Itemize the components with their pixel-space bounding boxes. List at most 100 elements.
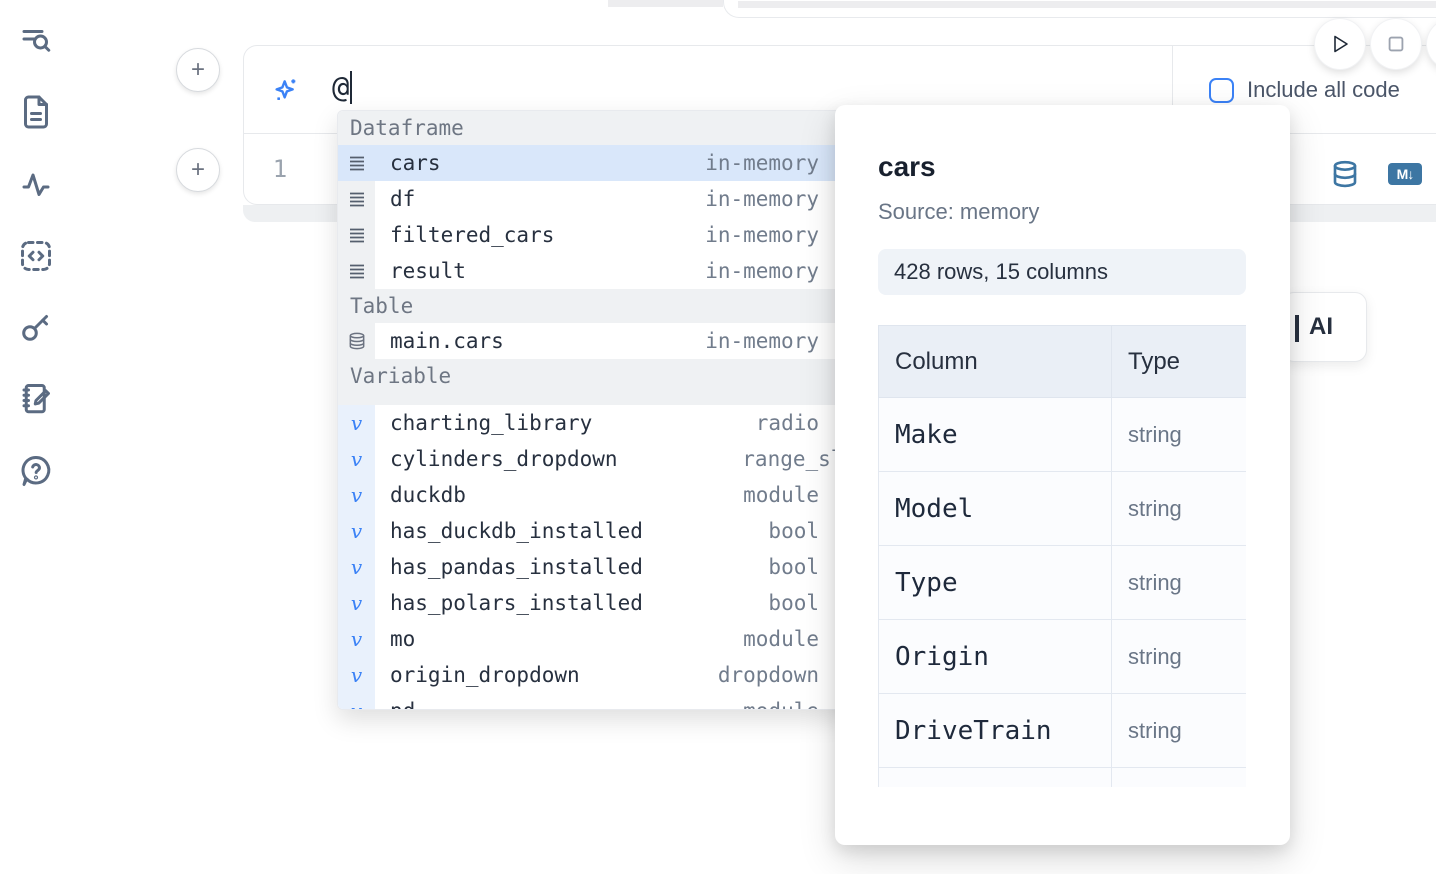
option-type: bool [768,555,819,579]
preview-source: Source: memory [878,199,1040,224]
previous-cell-console [738,1,1436,8]
ai-button-label: AI [1309,313,1333,340]
schema-column-type [1111,767,1246,787]
sidebar-item-snippets[interactable] [16,236,56,276]
sidebar-item-secrets[interactable] [16,307,56,347]
variable-icon: v [338,693,375,709]
autocomplete-option-cars[interactable]: cars in-memory [338,145,856,181]
option-type: in-memory [705,259,819,283]
sidebar-item-tracing[interactable] [16,164,56,204]
sidebar-item-files[interactable] [16,92,56,132]
option-type: in-memory [705,329,819,353]
option-name: cars [390,151,441,175]
clipped-letter [1295,315,1299,342]
variable-icon: v [338,585,375,621]
schema-column-type: string [1111,471,1246,546]
sidebar-item-help[interactable] [16,451,56,491]
schema-column-name: Type [878,545,1112,620]
option-type: in-memory [705,151,819,175]
schema-column-name: Make [878,397,1112,472]
option-name: has_pandas_installed [390,555,643,579]
toc-search-icon [22,30,51,52]
autocomplete-option-has_pandas_installed[interactable]: v has_pandas_installed bool [338,549,856,585]
datasource-icon[interactable] [1330,159,1360,189]
preview-shape-badge: 428 rows, 15 columns [878,249,1246,295]
schema-column-type: string [1111,693,1246,768]
option-name: duckdb [390,483,466,507]
autocomplete-section-header: Table [338,289,856,323]
option-name: has_polars_installed [390,591,643,615]
convert-to-markdown-icon[interactable]: M↓ [1388,163,1422,185]
include-all-code-checkbox[interactable] [1209,77,1234,103]
help-icon [21,455,51,486]
activity-icon [22,173,50,196]
autocomplete-option-main.cars[interactable]: main.cars in-memory [338,323,856,359]
sidebar-item-scratchpad[interactable] [16,379,56,419]
generate-with-ai-button[interactable]: AI [1282,292,1367,362]
schema-column-name [878,767,1112,787]
add-cell-below-button[interactable]: + [176,148,220,192]
sidebar-item-table-of-contents[interactable] [16,22,56,62]
schema-col-header: Type [1111,325,1246,398]
option-name: pd [390,699,743,709]
schema-column-name: Origin [878,619,1112,694]
autocomplete-section-header: Variable [338,359,856,405]
ai-prompt-input[interactable]: @ [332,70,1132,112]
variable-icon: v [338,477,375,513]
schema-column-name: Model [878,471,1112,546]
previous-cell-console-shadow [608,0,723,7]
option-name: mo [390,627,416,651]
preview-title: cars [878,151,936,182]
schema-col-header: Column [878,325,1112,398]
option-name: cylinders_dropdown [390,447,618,471]
run-cell-button[interactable] [1315,19,1365,69]
dataframe-icon [338,181,375,217]
dataframe-preview-panel: cars Source: memory 428 rows, 15 columns… [835,105,1290,845]
option-name: origin_dropdown [390,663,580,687]
option-type: module [743,699,856,709]
option-name: has_duckdb_installed [390,519,643,543]
option-type: radio [755,411,819,435]
scratchpad-icon [22,384,50,414]
stop-button[interactable] [1371,19,1421,69]
sparkles-icon [275,79,296,100]
text-cursor [350,71,353,104]
autocomplete-section-header: Dataframe [338,111,856,145]
schema-row [878,767,1246,787]
add-cell-above-button[interactable]: + [176,48,220,92]
play-icon [1334,35,1348,53]
schema-column-type: string [1111,397,1246,472]
include-all-code-zone: Include all code [1172,46,1436,134]
code-editor-row[interactable]: 1 M↓ [244,135,1436,206]
variable-icon: v [338,549,375,585]
schema-column-type: string [1111,545,1246,620]
autocomplete-section: Table main.cars in-memory [338,289,856,359]
extra-toolbar-button[interactable] [1427,19,1436,69]
option-name: main.cars [390,329,504,353]
dataframe-icon [338,217,375,253]
autocomplete-option-pd[interactable]: v pdmodule [338,693,856,709]
option-name: df [390,187,416,211]
dataframe-icon [338,253,375,289]
key-icon [22,315,48,341]
